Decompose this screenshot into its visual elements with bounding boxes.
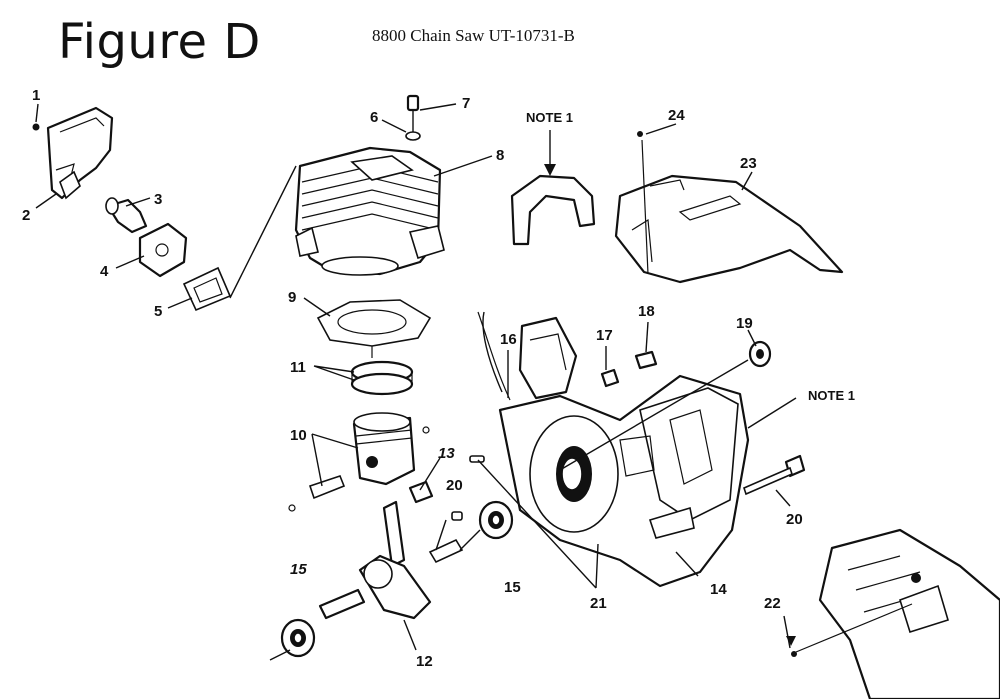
callout-20-bolt: 20 [786, 511, 803, 528]
callout-17: 17 [596, 327, 613, 344]
callout-15-left: 15 [290, 561, 307, 578]
part-needle-bearing [408, 480, 434, 504]
screw-1 [32, 123, 40, 131]
part-base-gasket [316, 299, 432, 347]
note-1-crankcase: NOTE 1 [808, 388, 855, 403]
part-crankcase [477, 311, 750, 588]
note-1-bracket: NOTE 1 [526, 110, 573, 125]
callout-24: 24 [668, 107, 685, 124]
part-muffler-plate [138, 222, 188, 278]
part-cylinder [294, 146, 445, 276]
callout-4: 4 [100, 263, 109, 280]
callout-20-pin: 20 [446, 477, 463, 494]
callout-18: 18 [638, 303, 655, 320]
callout-3: 3 [154, 191, 162, 208]
callout-5: 5 [154, 303, 162, 320]
callout-2: 2 [22, 207, 30, 224]
callout-19: 19 [736, 315, 753, 332]
part-nut-18 [634, 350, 658, 370]
callout-8: 8 [496, 147, 504, 164]
part-muffler-cover [32, 106, 114, 200]
screw-22 [791, 651, 797, 657]
callout-14: 14 [710, 581, 727, 598]
part-oil-seal [748, 340, 772, 368]
part-pin-20 [451, 511, 463, 521]
callout-21: 21 [590, 595, 607, 612]
callout-15-right: 15 [504, 579, 521, 596]
callout-11: 11 [290, 359, 306, 376]
part-impulse-hose [482, 311, 503, 393]
part-main-bearing-right [478, 500, 514, 540]
callout-16: 16 [500, 331, 517, 348]
part-top-cover [614, 174, 844, 284]
part-crankshaft [318, 500, 464, 620]
document-subtitle: 8800 Chain Saw UT-10731-B [372, 26, 575, 45]
part-exhaust-elbow [105, 197, 148, 234]
callout-13: 13 [438, 445, 455, 462]
callout-22: 22 [764, 595, 781, 612]
callout-12: 12 [416, 653, 433, 670]
screw-24 [637, 131, 643, 137]
part-piston-rings [350, 360, 414, 396]
callout-9: 9 [288, 289, 296, 306]
part-cylinder-bolt [405, 94, 421, 141]
callout-7: 7 [462, 95, 470, 112]
part-long-bolt [743, 454, 806, 496]
part-piston [288, 412, 430, 512]
figure-title: Figure D [58, 14, 261, 70]
part-exhaust-gasket [182, 266, 232, 312]
callout-6: 6 [370, 109, 378, 126]
callout-10: 10 [290, 427, 307, 444]
part-rear-housing [818, 528, 1000, 699]
callout-23: 23 [740, 155, 757, 172]
callout-1: 1 [32, 87, 40, 104]
part-handle-bracket [510, 174, 596, 246]
part-dowel-upper [469, 455, 485, 463]
part-main-bearing-left [280, 618, 316, 658]
part-nut-17 [600, 368, 620, 388]
